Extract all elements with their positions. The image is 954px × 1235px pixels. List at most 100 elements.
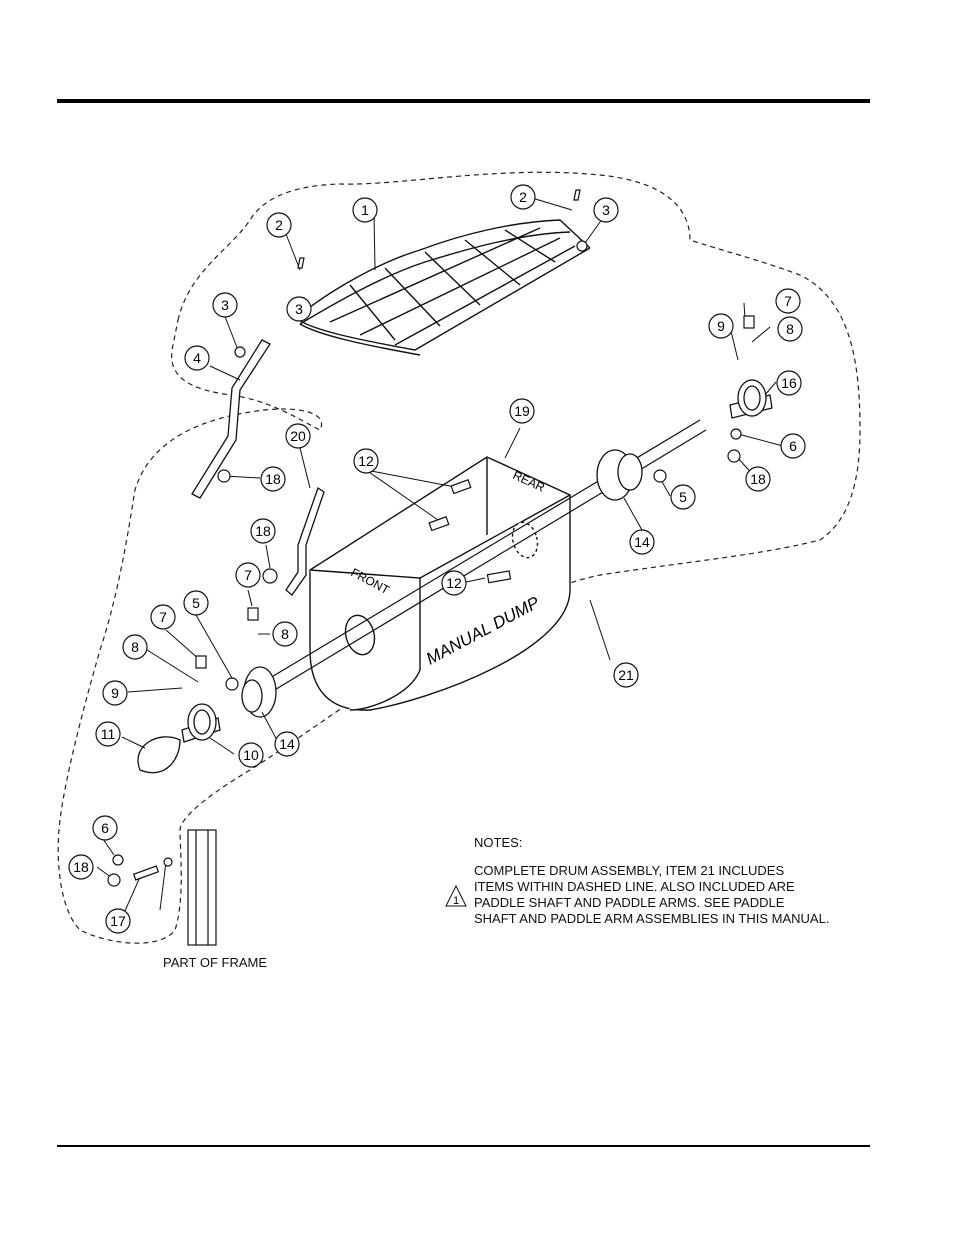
callout-3: 3 bbox=[593, 197, 619, 223]
callout-number: 18 bbox=[750, 471, 766, 487]
callout-circle bbox=[102, 680, 128, 706]
callout-circle bbox=[266, 212, 292, 238]
leader-lines bbox=[96, 197, 784, 921]
callout-number: 19 bbox=[514, 403, 530, 419]
callout-circle bbox=[708, 313, 734, 339]
callout-circle bbox=[250, 518, 276, 544]
callout-12: 12 bbox=[441, 570, 467, 596]
bearing-flange-left bbox=[241, 666, 277, 718]
callout-number: 8 bbox=[131, 639, 139, 655]
callout-12: 12 bbox=[353, 448, 379, 474]
callout-8: 8 bbox=[122, 634, 148, 660]
callout-circle bbox=[776, 370, 802, 396]
callout-number: 17 bbox=[110, 913, 126, 929]
callout-circle bbox=[235, 562, 261, 588]
callout-number: 2 bbox=[519, 189, 527, 205]
callout-circle bbox=[353, 448, 379, 474]
frame-label: PART OF FRAME bbox=[163, 955, 268, 970]
callout-circle bbox=[780, 433, 806, 459]
callout-circle bbox=[775, 288, 801, 314]
footer-rule bbox=[57, 1145, 870, 1147]
callout-number: 10 bbox=[243, 747, 259, 763]
callout-number: 12 bbox=[358, 453, 374, 469]
header-rule bbox=[57, 99, 870, 103]
callout-circle bbox=[183, 590, 209, 616]
callout-number: 9 bbox=[717, 318, 725, 334]
callout-circle bbox=[122, 634, 148, 660]
callout-circle bbox=[509, 398, 535, 424]
callout-3: 3 bbox=[286, 296, 312, 322]
callout-9: 9 bbox=[102, 680, 128, 706]
callout-number: 18 bbox=[73, 859, 89, 875]
callout-14: 14 bbox=[274, 731, 300, 757]
callout-number: 18 bbox=[265, 471, 281, 487]
callout-number: 14 bbox=[279, 736, 295, 752]
callout-number: 6 bbox=[101, 820, 109, 836]
callout-circle bbox=[613, 662, 639, 688]
callout-8: 8 bbox=[272, 621, 298, 647]
paddle-arm-right bbox=[285, 486, 325, 596]
callout-number: 20 bbox=[290, 428, 306, 444]
callout-6: 6 bbox=[780, 433, 806, 459]
callout-number: 3 bbox=[221, 297, 229, 313]
notes-line: PADDLE SHAFT AND PADDLE ARMS. SEE PADDLE bbox=[474, 895, 785, 910]
callout-18: 18 bbox=[745, 466, 771, 492]
bearing-flange-right bbox=[596, 449, 643, 501]
callout-number: 7 bbox=[784, 293, 792, 309]
callout-11: 11 bbox=[95, 721, 121, 747]
warning-triangle bbox=[445, 884, 467, 907]
callout-circle bbox=[68, 854, 94, 880]
warning-number: 1 bbox=[453, 895, 459, 907]
callout-14: 14 bbox=[629, 529, 655, 555]
notes-line: COMPLETE DRUM ASSEMBLY, ITEM 21 INCLUDES bbox=[474, 863, 785, 878]
callout-circle bbox=[274, 731, 300, 757]
callout-number: 2 bbox=[275, 217, 283, 233]
callout-18: 18 bbox=[68, 854, 94, 880]
callout-4: 4 bbox=[184, 345, 210, 371]
notes-line: SHAFT AND PADDLE ARM ASSEMBLIES IN THIS … bbox=[474, 911, 830, 926]
callout-group: 1223334556677788899101112121414161718181… bbox=[68, 184, 806, 934]
callout-circle bbox=[212, 292, 238, 318]
callout-7: 7 bbox=[775, 288, 801, 314]
callout-10: 10 bbox=[238, 742, 264, 768]
notes-line: ITEMS WITHIN DASHED LINE. ALSO INCLUDED … bbox=[474, 879, 795, 894]
callout-number: 3 bbox=[602, 202, 610, 218]
callout-8: 8 bbox=[777, 316, 803, 342]
callout-circle bbox=[286, 296, 312, 322]
callout-number: 3 bbox=[295, 301, 303, 317]
callout-16: 16 bbox=[776, 370, 802, 396]
pillow-block-right bbox=[729, 379, 773, 419]
frame-post bbox=[187, 829, 217, 946]
callout-20: 20 bbox=[285, 423, 311, 449]
callout-number: 8 bbox=[786, 321, 794, 337]
assembly-boundary bbox=[57, 171, 861, 944]
callout-2: 2 bbox=[510, 184, 536, 210]
notes-body: COMPLETE DRUM ASSEMBLY, ITEM 21 INCLUDES… bbox=[474, 863, 874, 927]
callout-circle bbox=[105, 908, 131, 934]
callout-number: 14 bbox=[634, 534, 650, 550]
pillow-block-left bbox=[181, 703, 221, 743]
callout-5: 5 bbox=[670, 484, 696, 510]
callout-18: 18 bbox=[250, 518, 276, 544]
callout-1: 1 bbox=[352, 197, 378, 223]
callout-7: 7 bbox=[150, 604, 176, 630]
dome-cap bbox=[137, 736, 181, 774]
callout-number: 11 bbox=[101, 726, 116, 742]
callout-9: 9 bbox=[708, 313, 734, 339]
callout-18: 18 bbox=[260, 466, 286, 492]
callout-number: 1 bbox=[361, 202, 369, 218]
callout-number: 21 bbox=[618, 667, 634, 683]
callout-circle bbox=[352, 197, 378, 223]
callout-circle bbox=[272, 621, 298, 647]
notes-title: NOTES: bbox=[474, 835, 523, 850]
callout-number: 7 bbox=[159, 609, 167, 625]
callout-circle bbox=[92, 815, 118, 841]
callout-19: 19 bbox=[509, 398, 535, 424]
callout-21: 21 bbox=[613, 662, 639, 688]
callout-circle bbox=[95, 721, 121, 747]
callout-number: 9 bbox=[111, 685, 119, 701]
callout-circle bbox=[150, 604, 176, 630]
callout-number: 4 bbox=[193, 350, 201, 366]
callout-number: 18 bbox=[255, 523, 271, 539]
